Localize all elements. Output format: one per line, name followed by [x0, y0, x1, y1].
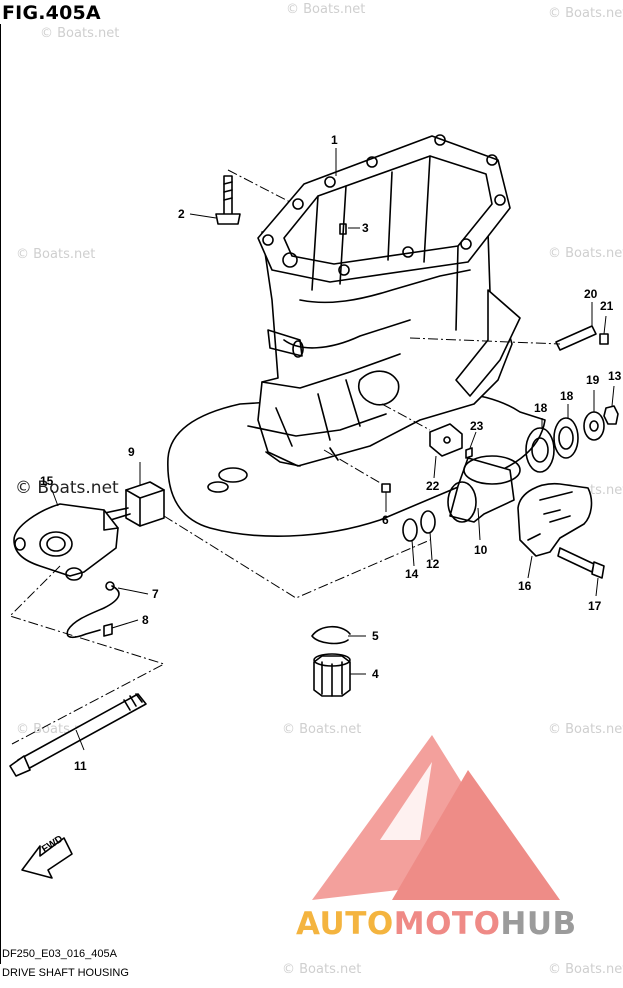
watermark: © Boats.net [282, 722, 362, 737]
part-callout: 18 [534, 401, 548, 415]
watermark: © Boats.net [548, 962, 623, 977]
part-callout: 3 [362, 221, 369, 235]
automotohub-logo-text: AUTOMOTOHUB [296, 906, 577, 942]
part-callout: 10 [474, 543, 488, 557]
part-callout: 1 [331, 133, 338, 147]
watermark: © Boats.net [548, 6, 623, 21]
automotohub-logo-mark [312, 735, 560, 900]
part-callout: 6 [382, 513, 389, 527]
part-callout: 9 [128, 445, 135, 459]
part-13-nut [603, 405, 619, 425]
part-17-bolt [557, 547, 595, 573]
part-20-rod [555, 325, 597, 351]
part-callout: 18 [560, 389, 574, 403]
plate-oval-hole [207, 481, 229, 493]
page-border-line [0, 24, 1, 964]
washer-part-12 [420, 510, 436, 534]
part-22-block [429, 423, 463, 457]
part-callout: 23 [470, 419, 484, 433]
part-15-bracket [13, 503, 119, 577]
logo-hub: HUB [500, 906, 577, 942]
part-callout: 12 [426, 557, 440, 571]
part-callout: 11 [74, 759, 87, 773]
part-callout: 7 [152, 587, 159, 601]
housing-top-flange [257, 135, 511, 283]
bolt-part-2 [215, 175, 241, 225]
part-callout: 14 [405, 567, 419, 581]
logo-moto: MOTO [393, 906, 501, 942]
watermark: © Boats.net [286, 2, 366, 17]
figure-name: DRIVE SHAFT HOUSING [2, 967, 129, 979]
part-9-sensor [125, 481, 165, 527]
watermark: © Boats.net [16, 247, 96, 262]
part-callout: 4 [372, 667, 379, 681]
plate-oval-hole [218, 467, 248, 483]
part-callout: 5 [372, 629, 379, 643]
housing-top-flange-inner [283, 155, 493, 265]
watermark: © Boats.net [282, 962, 362, 977]
washer-part-14 [402, 518, 418, 542]
part-callout: 16 [518, 579, 532, 593]
logo-auto: AUTO [296, 906, 394, 942]
washer-part-18 [553, 417, 579, 459]
watermark: © Boats.net [40, 26, 120, 41]
part-callout: 20 [584, 287, 598, 301]
part-callout: 21 [600, 299, 614, 313]
fwd-arrow-icon [21, 837, 73, 879]
watermark: © Boats.net [548, 722, 623, 737]
washer-part-18 [525, 427, 555, 473]
part-5-snap-ring [311, 625, 351, 645]
part-callout: 8 [142, 613, 149, 627]
figure-code: DF250_E03_016_405A [2, 948, 117, 960]
plate-part-19 [583, 411, 605, 441]
part-callout: 2 [178, 207, 185, 221]
part-callout: 17 [588, 599, 602, 613]
part-callout: 13 [608, 369, 622, 383]
figure-title: FIG.405A [2, 2, 101, 24]
part-callout: 19 [586, 373, 600, 387]
part-callout: 15 [40, 474, 54, 488]
part-callout: 22 [426, 479, 440, 493]
watermark: © Boats.net [15, 478, 119, 498]
housing-skeg-fin [455, 289, 521, 397]
watermark: © Boats.net [548, 246, 623, 261]
